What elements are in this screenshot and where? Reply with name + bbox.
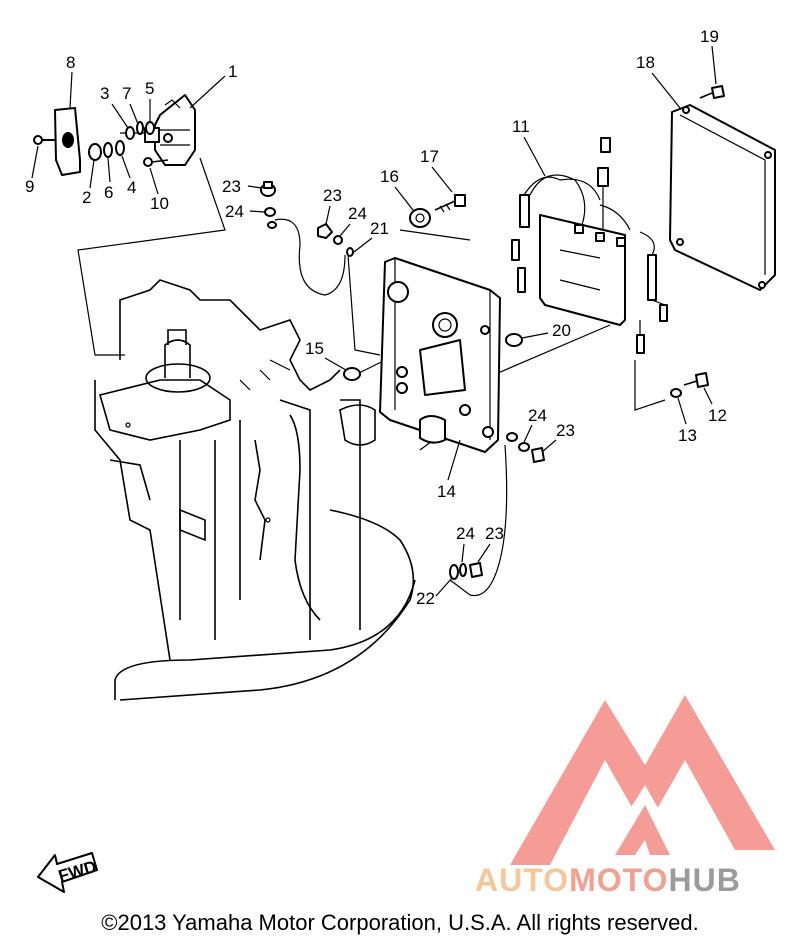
label-10: 10 [150, 194, 169, 213]
label-19: 19 [700, 27, 719, 46]
part-20-pin [505, 332, 549, 347]
watermark-logo-icon [510, 695, 775, 865]
label-3: 3 [100, 84, 109, 103]
part-16-grommet [409, 208, 431, 228]
part-13-washer [670, 388, 682, 398]
label-17: 17 [420, 147, 439, 166]
part-19-screw [699, 85, 725, 99]
watermark-text: AUTOMOTOHUB [475, 862, 741, 899]
label-23b: 23 [323, 186, 342, 205]
label-20: 20 [552, 321, 571, 340]
hardware-23-24-left [260, 181, 277, 229]
hardware-23-24-mid [317, 223, 354, 257]
label-16: 16 [380, 167, 399, 186]
label-12: 12 [708, 406, 727, 425]
watermark-auto: AUTO [475, 862, 570, 898]
part-number-labels: 1 8 3 7 5 9 2 6 4 10 23 24 23 24 21 16 1… [25, 27, 727, 608]
hardware-22-23-24-bottom [449, 562, 483, 580]
part-17-bolt [434, 194, 466, 213]
small-hardware-parts [88, 121, 155, 161]
label-24b: 24 [348, 204, 367, 223]
watermark-moto: MOTO [569, 862, 669, 898]
label-5: 5 [145, 79, 154, 98]
fwd-arrow-icon: FWD [37, 852, 99, 893]
label-13: 13 [678, 426, 697, 445]
part-10-bolt [143, 157, 169, 167]
label-23d: 23 [485, 524, 504, 543]
copyright-text: ©2013 Yamaha Motor Corporation, U.S.A. A… [101, 910, 699, 935]
label-11: 11 [512, 117, 530, 136]
label-14: 14 [437, 482, 456, 501]
label-1: 1 [228, 62, 237, 81]
label-9: 9 [25, 177, 34, 196]
part-15-collar [343, 367, 361, 381]
label-15: 15 [305, 339, 324, 358]
watermark-hub: HUB [668, 862, 741, 898]
label-23c: 23 [556, 421, 575, 440]
label-24d: 24 [456, 524, 475, 543]
hardware-23-24-right [506, 432, 545, 463]
label-23a: 23 [222, 177, 241, 196]
label-24a: 24 [225, 202, 244, 221]
label-2: 2 [82, 188, 91, 207]
part-1-bracket [120, 94, 196, 166]
part-8-cover [33, 107, 81, 176]
label-4: 4 [127, 178, 136, 197]
part-18-cover [669, 104, 776, 291]
part-11-ignition-coil [511, 137, 668, 354]
engine-block [94, 279, 416, 701]
label-8: 8 [66, 53, 75, 72]
label-7: 7 [122, 84, 131, 103]
label-21: 21 [370, 219, 389, 238]
label-18: 18 [636, 53, 655, 72]
label-24c: 24 [528, 406, 547, 425]
part-14-plate [379, 257, 501, 453]
label-6: 6 [104, 183, 113, 202]
part-12-bolt [683, 372, 709, 388]
label-22: 22 [416, 589, 435, 608]
